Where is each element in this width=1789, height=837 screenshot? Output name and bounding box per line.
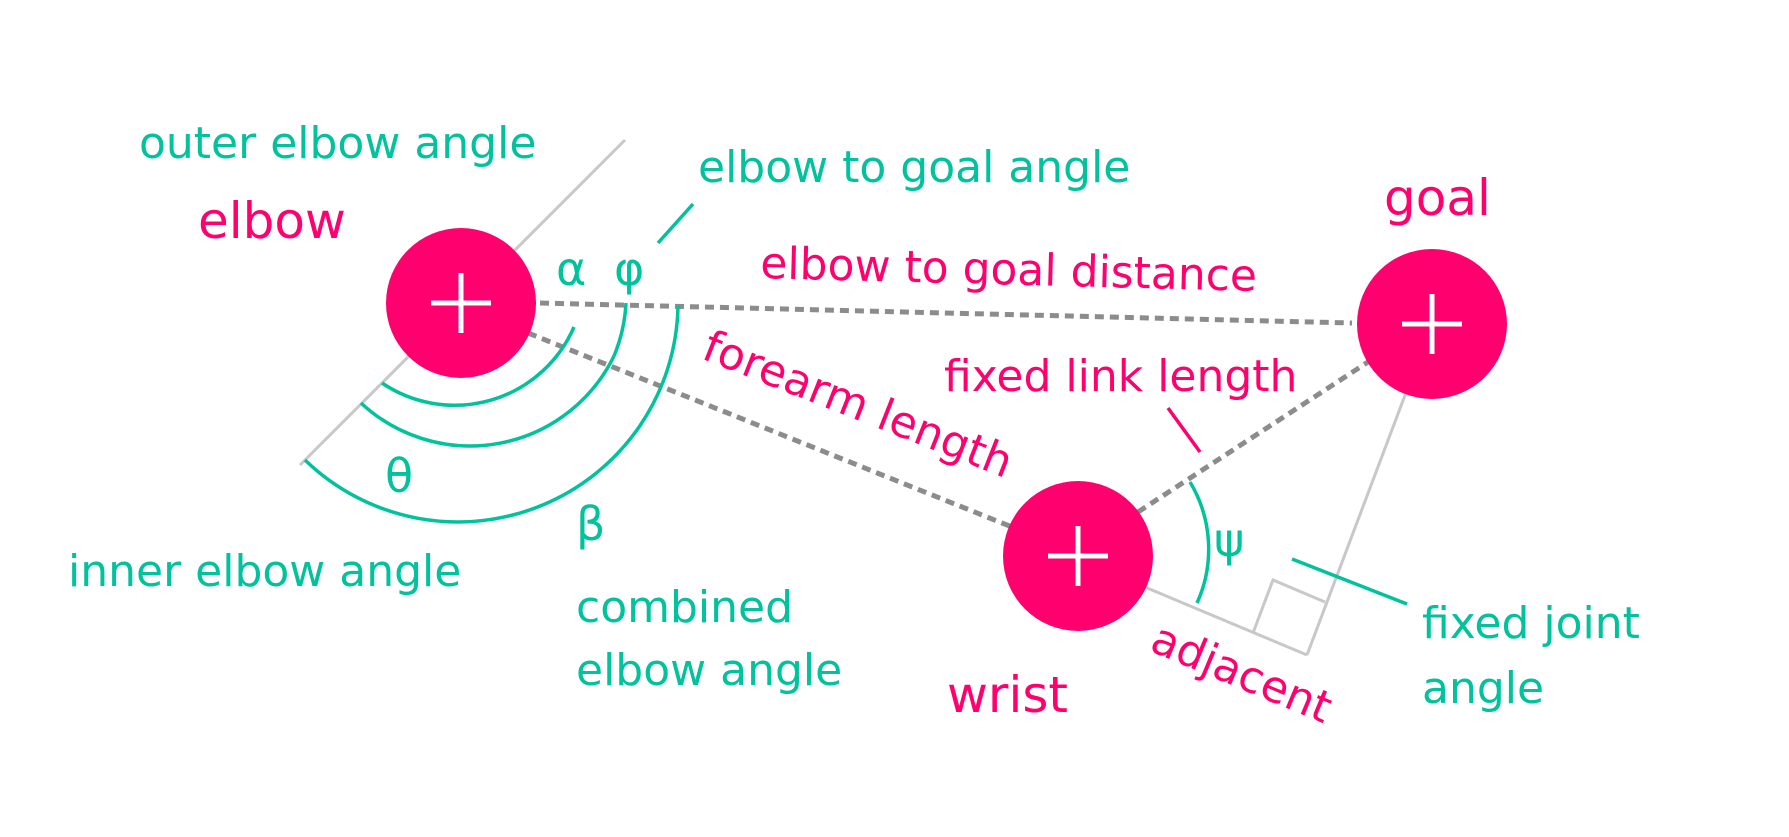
combined-elbow-angle-label-line1: combined bbox=[576, 582, 793, 633]
theta-arc bbox=[381, 326, 576, 407]
psi-symbol: ψ bbox=[1214, 513, 1244, 567]
goal-label: goal bbox=[1384, 169, 1491, 227]
goal-to-corner-line bbox=[1305, 389, 1409, 656]
alpha-arc bbox=[359, 355, 616, 448]
fixed-joint-angle-leader bbox=[1291, 557, 1408, 606]
fixed-joint-angle-label-line2: angle bbox=[1422, 663, 1544, 714]
plus-icon bbox=[1402, 294, 1462, 354]
adjacent-label: adjacent bbox=[1144, 613, 1339, 734]
alpha-symbol: α bbox=[556, 242, 586, 296]
wrist-joint[interactable] bbox=[1003, 481, 1153, 631]
phi-arc bbox=[612, 302, 628, 357]
wrist-to-corner-line bbox=[1139, 583, 1308, 657]
elbow-to-goal-distance-label: elbow to goal distance bbox=[760, 238, 1258, 302]
fixed-joint-angle-label-line1: fixed joint bbox=[1422, 598, 1640, 649]
elbow-to-goal-dashed-line bbox=[539, 300, 1353, 326]
elbow-label: elbow bbox=[198, 192, 346, 250]
plus-icon bbox=[431, 273, 491, 333]
theta-symbol: θ bbox=[385, 449, 413, 503]
elbow-to-goal-angle-leader bbox=[656, 202, 695, 245]
fixed-link-dashed-line bbox=[1136, 359, 1370, 515]
elbow-joint[interactable] bbox=[386, 228, 536, 378]
right-angle-marker bbox=[1251, 578, 1326, 634]
beta-arc bbox=[303, 305, 680, 524]
psi-arc bbox=[1188, 481, 1211, 604]
beta-symbol: β bbox=[576, 497, 605, 551]
elbow-to-goal-angle-label: elbow to goal angle bbox=[698, 142, 1130, 193]
inner-elbow-angle-label: inner elbow angle bbox=[68, 546, 461, 597]
fixed-link-length-leader bbox=[1166, 406, 1202, 454]
goal-joint[interactable] bbox=[1357, 249, 1507, 399]
fixed-link-length-label: fixed link length bbox=[944, 351, 1297, 402]
forearm-length-label: forearm length bbox=[696, 321, 1020, 489]
combined-elbow-angle-label-line2: elbow angle bbox=[576, 645, 842, 696]
plus-icon bbox=[1048, 526, 1108, 586]
wrist-label: wrist bbox=[947, 666, 1068, 724]
phi-symbol: φ bbox=[614, 242, 644, 296]
forearm-dashed-line bbox=[527, 330, 1013, 530]
outer-elbow-angle-label: outer elbow angle bbox=[139, 118, 536, 169]
